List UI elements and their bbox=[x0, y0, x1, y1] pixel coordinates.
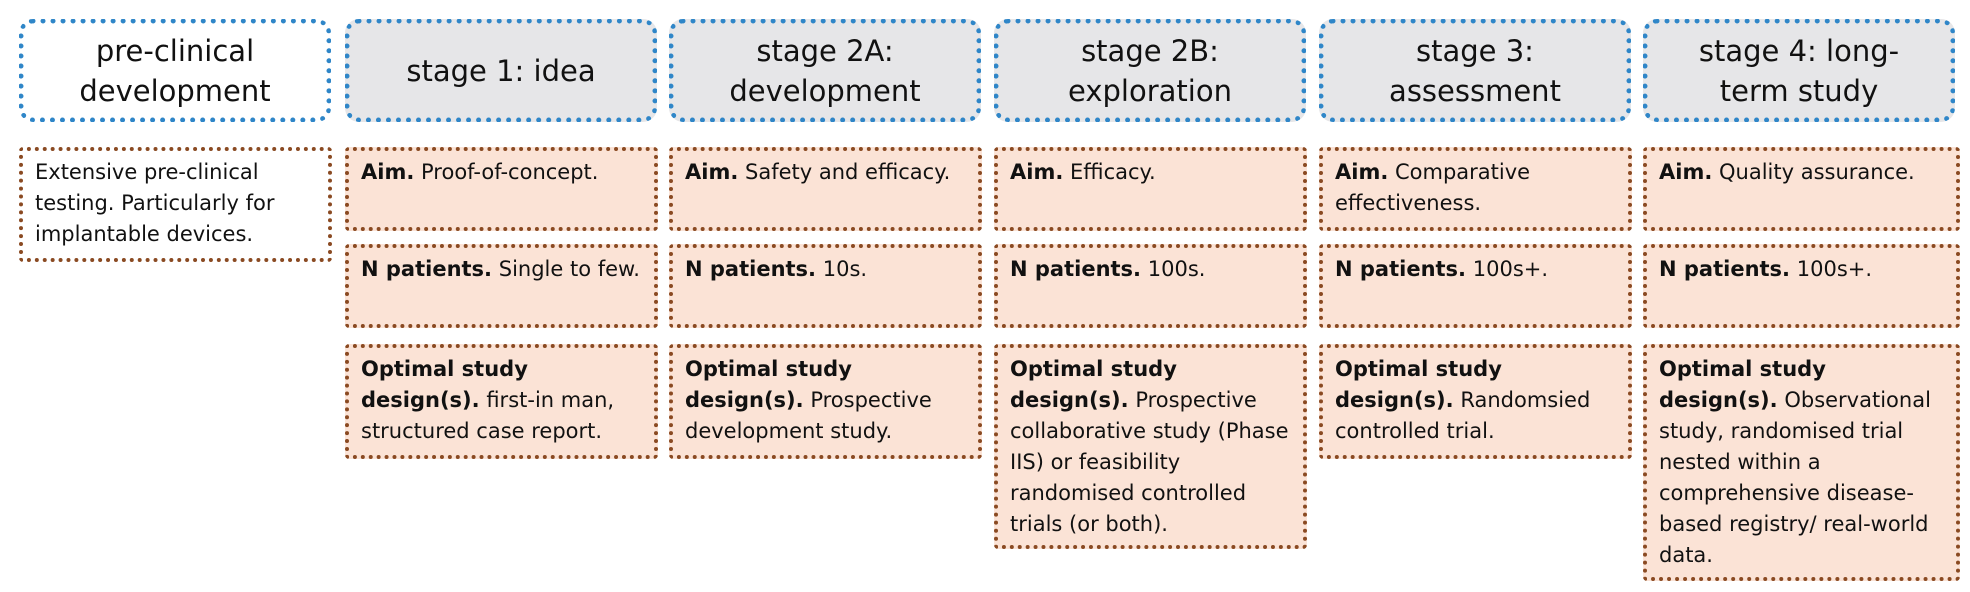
stage-2b-aim-text: Efficacy. bbox=[1070, 160, 1156, 184]
pre-clinical-description: Extensive pre-clinical testing. Particul… bbox=[19, 147, 332, 262]
design-label: Optimal study design(s). bbox=[1659, 357, 1826, 412]
stage-2b-aim: Aim. Efficacy. bbox=[994, 147, 1307, 231]
n-patients-label: N patients. bbox=[685, 257, 817, 281]
stage-1-design-text: first-in man, structured case report. bbox=[361, 388, 615, 443]
stage-4-aim: Aim. Quality assurance. bbox=[1643, 147, 1960, 231]
stage-2b-design: Optimal study design(s). Prospective col… bbox=[994, 344, 1307, 549]
header-stage-2b-label: stage 2B: exploration bbox=[1068, 33, 1232, 108]
stage-1-aim-text: Proof-of-concept. bbox=[421, 160, 599, 184]
aim-label: Aim. bbox=[1010, 160, 1064, 184]
stage-1-design: Optimal study design(s). first-in man, s… bbox=[345, 344, 658, 459]
stage-2b-n-patients: N patients. 100s. bbox=[994, 244, 1307, 328]
n-patients-label: N patients. bbox=[1659, 257, 1791, 281]
stage-3-design: Optimal study design(s). Randomsied cont… bbox=[1319, 344, 1632, 459]
header-stage-3: stage 3: assessment bbox=[1319, 19, 1631, 122]
stage-2b-n-text: 100s. bbox=[1147, 257, 1206, 281]
n-patients-label: N patients. bbox=[1010, 257, 1142, 281]
aim-label: Aim. bbox=[361, 160, 415, 184]
stage-3-aim-text: Comparative effectiveness. bbox=[1335, 160, 1531, 215]
stage-2b-design-text: Prospective collaborative study (Phase I… bbox=[1010, 388, 1289, 536]
aim-label: Aim. bbox=[685, 160, 739, 184]
stage-1-n-text: Single to few. bbox=[498, 257, 640, 281]
header-stage-1: stage 1: idea bbox=[345, 19, 657, 122]
stage-2a-n-text: 10s. bbox=[822, 257, 868, 281]
stage-3-n-text: 100s+. bbox=[1472, 257, 1549, 281]
header-stage-4-label: stage 4: long-term study bbox=[1698, 33, 1900, 108]
stage-3-design-text: Randomsied controlled trial. bbox=[1335, 388, 1591, 443]
aim-label: Aim. bbox=[1335, 160, 1389, 184]
header-stage-2a-label: stage 2A: development bbox=[729, 33, 921, 108]
design-label: Optimal study design(s). bbox=[1335, 357, 1502, 412]
n-patients-label: N patients. bbox=[361, 257, 493, 281]
header-pre-clinical-label: pre-clinical development bbox=[79, 33, 271, 108]
header-stage-2b: stage 2B: exploration bbox=[994, 19, 1306, 122]
pre-clinical-text: Extensive pre-clinical testing. Particul… bbox=[35, 160, 275, 246]
stage-2a-aim-text: Safety and efficacy. bbox=[745, 160, 951, 184]
header-pre-clinical: pre-clinical development bbox=[19, 19, 331, 122]
stage-2a-aim: Aim. Safety and efficacy. bbox=[669, 147, 982, 231]
stage-4-design: Optimal study design(s). Observational s… bbox=[1643, 344, 1960, 581]
stage-2a-n-patients: N patients. 10s. bbox=[669, 244, 982, 328]
stage-1-n-patients: N patients. Single to few. bbox=[345, 244, 658, 328]
stage-3-aim: Aim. Comparative effectiveness. bbox=[1319, 147, 1632, 231]
stage-4-n-patients: N patients. 100s+. bbox=[1643, 244, 1960, 328]
stage-3-n-patients: N patients. 100s+. bbox=[1319, 244, 1632, 328]
stage-1-aim: Aim. Proof-of-concept. bbox=[345, 147, 658, 231]
stage-4-aim-text: Quality assurance. bbox=[1719, 160, 1915, 184]
stage-2a-design: Optimal study design(s). Prospective dev… bbox=[669, 344, 982, 459]
design-label: Optimal study design(s). bbox=[685, 357, 852, 412]
header-stage-4: stage 4: long-term study bbox=[1643, 19, 1955, 122]
header-stage-3-label: stage 3: assessment bbox=[1389, 33, 1561, 108]
header-stage-1-label: stage 1: idea bbox=[406, 53, 596, 88]
n-patients-label: N patients. bbox=[1335, 257, 1467, 281]
stage-2a-design-text: Prospective development study. bbox=[685, 388, 932, 443]
header-stage-2a: stage 2A: development bbox=[669, 19, 981, 122]
stage-4-n-text: 100s+. bbox=[1796, 257, 1873, 281]
design-label: Optimal study design(s). bbox=[361, 357, 528, 412]
aim-label: Aim. bbox=[1659, 160, 1713, 184]
stage-4-design-text: Observational study, randomised trial ne… bbox=[1659, 388, 1931, 567]
design-label: Optimal study design(s). bbox=[1010, 357, 1177, 412]
